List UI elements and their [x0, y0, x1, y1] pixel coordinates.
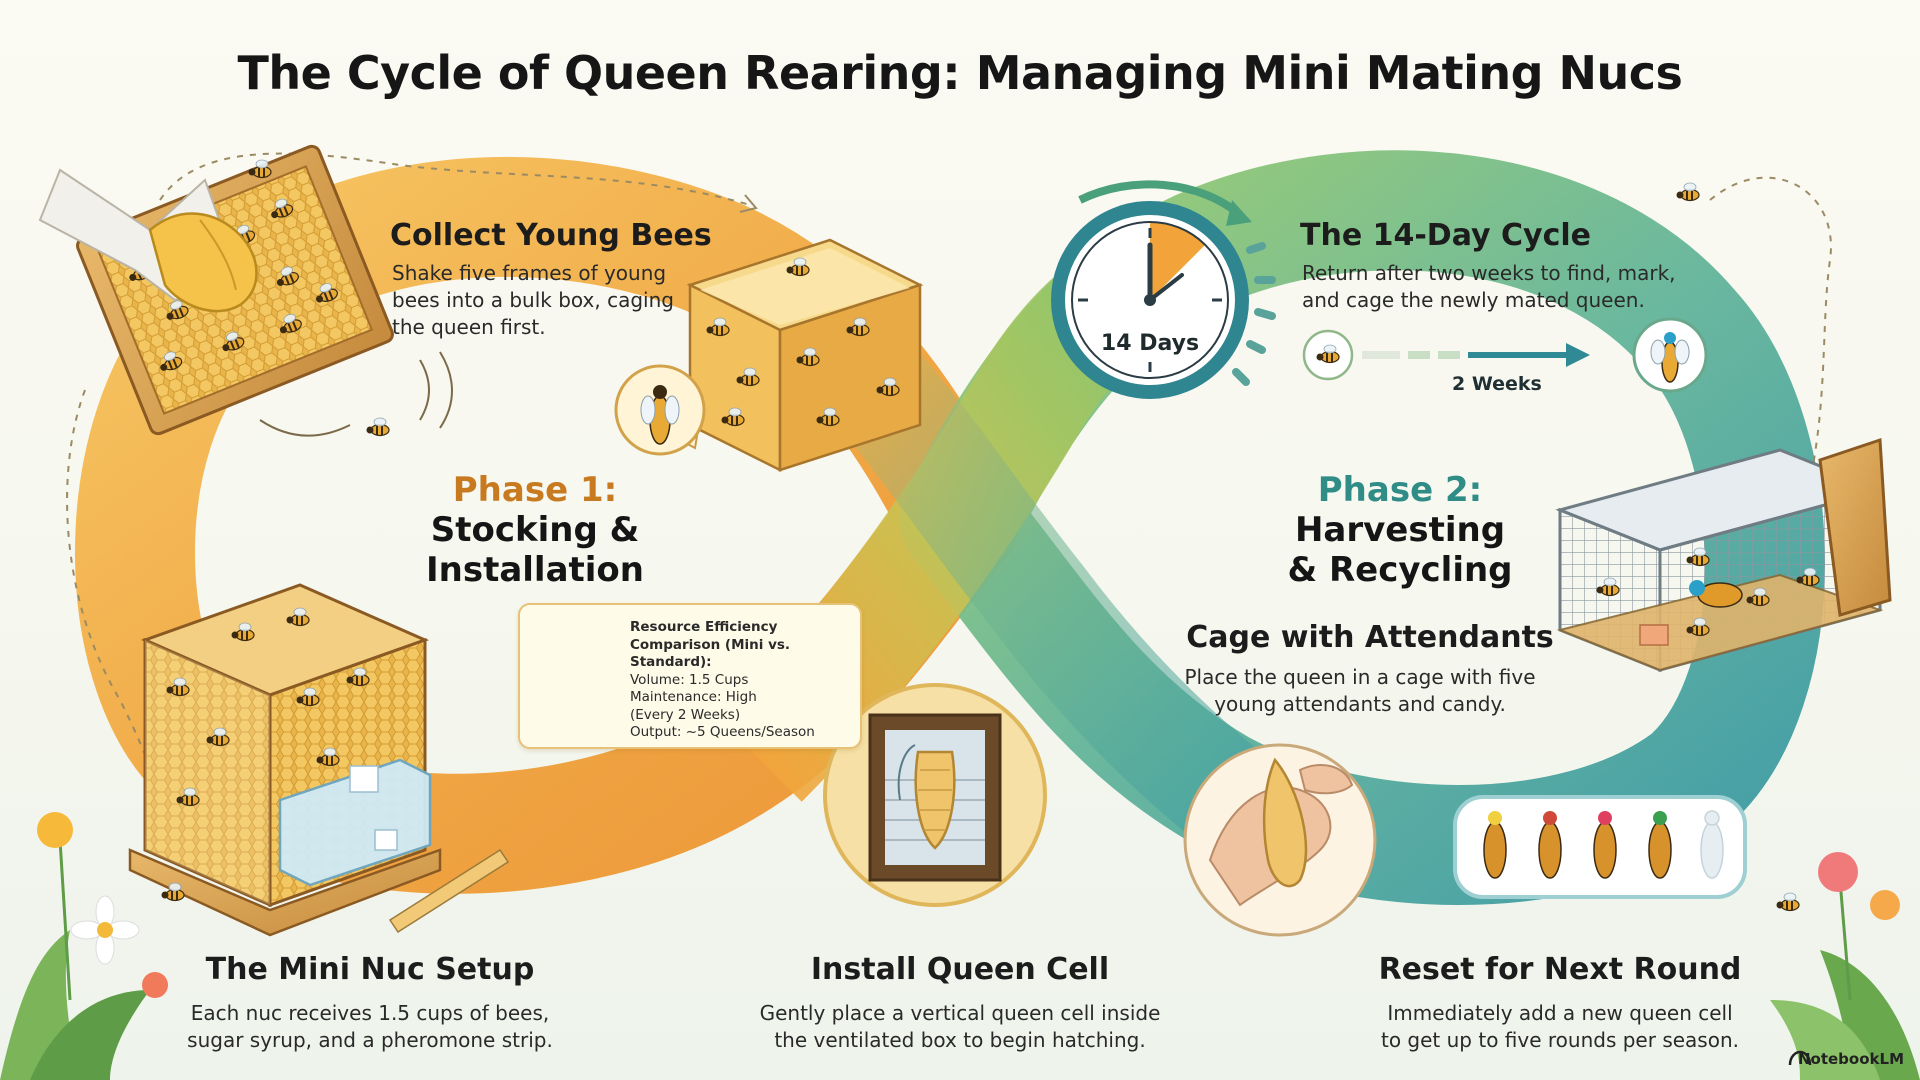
cycle-line: and cage the newly mated queen. [1302, 288, 1645, 312]
phase2-title-line2: & Recycling [1287, 550, 1513, 590]
install-description: Gently place a vertical queen cell insid… [740, 1000, 1180, 1054]
clock-label: 14 Days [1100, 331, 1200, 356]
install-line: Gently place a vertical queen cell insid… [759, 1001, 1161, 1025]
comparison-heading: Resource Efficiency [630, 619, 778, 635]
comparison-volume: Volume: 1.5 Cups [630, 671, 749, 688]
phase1-label: Phase 1: [452, 470, 618, 510]
collect-line: bees into a bulk box, caging [392, 288, 674, 312]
cycle-description: Return after two weeks to find, mark, an… [1302, 260, 1722, 314]
reset-line: to get up to five rounds per season. [1381, 1028, 1739, 1052]
cage-heading: Cage with Attendants [1186, 620, 1554, 655]
cage-line: young attendants and candy. [1214, 692, 1506, 716]
flight-paths [66, 152, 1832, 871]
comparison-subheading: Comparison (Mini vs. Standard): [630, 636, 791, 671]
cage-description: Place the queen in a cage with five youn… [1160, 664, 1560, 718]
queen-cell-icon [823, 683, 1047, 907]
phase1-title-line2: Installation [425, 550, 644, 590]
mini-nuc-icon [128, 583, 510, 937]
bee-box-icon [686, 238, 924, 473]
cage-line: Place the queen in a cage with five [1184, 665, 1536, 689]
collect-description: Shake five frames of young bees into a b… [392, 260, 692, 341]
phase2-title-line1: Harvesting [1294, 510, 1506, 550]
collect-line: Shake five frames of young [392, 261, 667, 285]
clock-icon [1051, 180, 1276, 399]
cycle-line: Return after two weeks to find, mark, [1302, 261, 1676, 285]
wire-cage-icon [1555, 437, 1892, 673]
phase1-title-line1: Stocking & [430, 510, 640, 550]
setup-line: sugar syrup, and a pheromone strip. [187, 1028, 553, 1052]
comparison-maintenance-note: (Every 2 Weeks) [630, 706, 741, 723]
comparison-output: Output: ~5 Queens/Season [630, 724, 815, 740]
timeline-label: 2 Weeks [1452, 373, 1542, 395]
comparison-maintenance: Maintenance: High [630, 689, 757, 705]
install-heading: Install Queen Cell [810, 952, 1110, 987]
hand-glove-icon [38, 168, 258, 313]
setup-line: Each nuc receives 1.5 cups of bees, [190, 1001, 550, 1025]
motion-lines [419, 351, 453, 429]
queen-bee-icon [614, 364, 706, 456]
brand-label: NotebookLM [1797, 1050, 1904, 1068]
phase2-block: Phase 2: Harvesting & Recycling [1270, 470, 1530, 590]
notebooklm-logo-icon [1788, 1050, 1812, 1066]
reset-description: Immediately add a new queen cell to get … [1360, 1000, 1760, 1054]
motion-lines [259, 419, 351, 437]
setup-description: Each nuc receives 1.5 cups of bees, suga… [140, 1000, 600, 1054]
marked-queens-icon [1453, 795, 1747, 899]
resource-comparison-panel: Resource Efficiency Comparison (Mini vs.… [518, 603, 862, 749]
reset-heading: Reset for Next Round [1378, 952, 1742, 987]
flight-arrow-icon [739, 194, 758, 213]
phase2-label: Phase 2: [1317, 470, 1483, 510]
page-title: The Cycle of Queen Rearing: Managing Min… [237, 46, 1683, 100]
timeline-icon [1302, 317, 1708, 393]
reset-line: Immediately add a new queen cell [1387, 1001, 1733, 1025]
setup-heading: The Mini Nuc Setup [205, 952, 535, 987]
hand-queen-cell-icon [1183, 743, 1377, 937]
install-line: the ventilated box to begin hatching. [774, 1028, 1146, 1052]
phase1-block: Phase 1: Stocking & Installation [400, 470, 670, 590]
resource-comparison-text: Resource Efficiency Comparison (Mini vs.… [630, 619, 854, 742]
flower-icon [0, 812, 1920, 1080]
cycle-heading: The 14-Day Cycle [1300, 218, 1592, 253]
collect-line: the queen first. [392, 315, 546, 339]
collect-heading: Collect Young Bees [390, 218, 712, 253]
